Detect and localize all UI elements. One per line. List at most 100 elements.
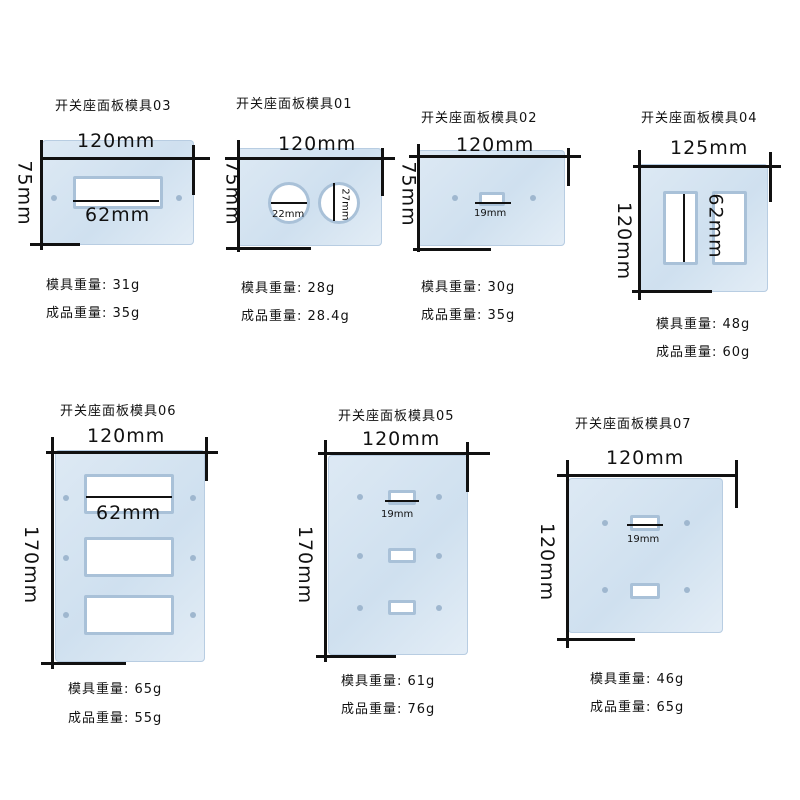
mold-weight: 模具重量: 65g bbox=[68, 682, 163, 697]
inner-line bbox=[271, 202, 307, 204]
height-line bbox=[237, 140, 240, 252]
screw-hole bbox=[436, 605, 442, 611]
inner-label: 62mm bbox=[96, 502, 162, 524]
screw-hole bbox=[190, 555, 196, 561]
switch-hole bbox=[663, 191, 698, 265]
tick-line bbox=[557, 638, 635, 641]
switch-hole bbox=[388, 490, 416, 505]
inner-line bbox=[627, 524, 663, 526]
width-label: 120mm bbox=[606, 447, 685, 469]
screw-hole bbox=[602, 520, 608, 526]
tick-line bbox=[192, 145, 195, 195]
screw-hole bbox=[63, 495, 69, 501]
height-label: 120mm bbox=[613, 201, 636, 281]
inner-line-v bbox=[333, 183, 335, 221]
switch-hole bbox=[712, 191, 747, 265]
height-label: 75mm bbox=[13, 160, 36, 226]
mold-plate bbox=[568, 478, 723, 633]
screw-hole bbox=[452, 195, 458, 201]
mold-weight: 模具重量: 61g bbox=[341, 674, 436, 689]
panel-title: 开关座面板模具02 bbox=[421, 111, 538, 126]
switch-hole bbox=[73, 176, 163, 209]
inner-label: 19mm bbox=[474, 208, 507, 219]
width-label: 120mm bbox=[87, 425, 166, 447]
width-label: 120mm bbox=[77, 130, 156, 152]
switch-hole bbox=[630, 583, 660, 599]
tick-line bbox=[316, 655, 396, 658]
tick-line bbox=[769, 152, 772, 202]
product-weight: 成品重量: 76g bbox=[341, 702, 436, 717]
round-hole bbox=[318, 182, 360, 224]
product-weight: 成品重量: 60g bbox=[656, 345, 751, 360]
width-line bbox=[46, 451, 218, 454]
panel-title: 开关座面板模具04 bbox=[641, 111, 758, 126]
tick-line bbox=[413, 248, 491, 251]
height-label: 75mm bbox=[221, 160, 244, 226]
switch-hole bbox=[630, 515, 660, 531]
screw-hole bbox=[436, 553, 442, 559]
tick-line bbox=[226, 247, 311, 250]
width-label: 120mm bbox=[362, 428, 441, 450]
tick-line bbox=[632, 290, 712, 293]
height-label: 120mm bbox=[536, 522, 559, 602]
mold-plate bbox=[638, 164, 768, 292]
panel-title: 开关座面板模具05 bbox=[338, 409, 455, 424]
width-line bbox=[557, 474, 737, 477]
mold-weight: 模具重量: 31g bbox=[46, 278, 141, 293]
screw-hole bbox=[436, 494, 442, 500]
width-line bbox=[318, 452, 490, 455]
tick-line bbox=[466, 442, 469, 492]
panel-title: 开关座面板模具06 bbox=[60, 404, 177, 419]
screw-hole bbox=[51, 195, 57, 201]
width-label: 120mm bbox=[278, 133, 357, 155]
screw-hole bbox=[63, 555, 69, 561]
mold-weight: 模具重量: 30g bbox=[421, 280, 516, 295]
screw-hole bbox=[684, 520, 690, 526]
product-weight: 成品重量: 65g bbox=[590, 700, 685, 715]
height-line bbox=[324, 440, 327, 662]
panel-title: 开关座面板模具07 bbox=[575, 417, 692, 432]
panel-title: 开关座面板模具03 bbox=[55, 99, 172, 114]
mold-weight: 模具重量: 28g bbox=[241, 281, 336, 296]
width-label: 120mm bbox=[456, 134, 535, 156]
tick-line bbox=[567, 148, 570, 186]
height-line bbox=[40, 140, 43, 250]
screw-hole bbox=[357, 553, 363, 559]
screw-hole bbox=[357, 605, 363, 611]
switch-hole bbox=[84, 595, 174, 635]
product-weight: 成品重量: 35g bbox=[421, 308, 516, 323]
tick-line bbox=[205, 437, 208, 481]
tick-line bbox=[30, 243, 80, 246]
width-line bbox=[225, 157, 395, 160]
mold-weight: 模具重量: 48g bbox=[656, 317, 751, 332]
switch-hole bbox=[84, 537, 174, 577]
width-line bbox=[409, 155, 581, 158]
screw-hole bbox=[602, 587, 608, 593]
inner-label: 19mm bbox=[381, 509, 414, 520]
inner-label: 19mm bbox=[627, 534, 660, 545]
screw-hole bbox=[63, 612, 69, 618]
inner-line bbox=[385, 500, 419, 502]
inner-line bbox=[73, 200, 159, 202]
height-line bbox=[566, 460, 569, 648]
inner-line bbox=[86, 496, 172, 498]
inner-label: 62mm bbox=[85, 204, 151, 226]
height-line bbox=[417, 144, 420, 252]
height-label: 75mm bbox=[397, 161, 420, 227]
height-label: 170mm bbox=[294, 525, 317, 605]
product-weight: 成品重量: 55g bbox=[68, 711, 163, 726]
width-line bbox=[633, 165, 781, 168]
tick-line bbox=[381, 148, 384, 196]
inner-label-v: 62mm bbox=[704, 193, 727, 259]
screw-hole bbox=[176, 195, 182, 201]
product-weight: 成品重量: 28.4g bbox=[241, 309, 350, 324]
panel-title: 开关座面板模具01 bbox=[236, 97, 353, 112]
switch-hole bbox=[388, 548, 416, 563]
height-line bbox=[51, 437, 54, 669]
switch-hole bbox=[84, 474, 174, 514]
width-label: 125mm bbox=[670, 137, 749, 159]
mold-plate bbox=[237, 148, 382, 246]
switch-hole bbox=[388, 600, 416, 615]
tick-line bbox=[41, 662, 126, 665]
height-label: 170mm bbox=[20, 525, 43, 605]
